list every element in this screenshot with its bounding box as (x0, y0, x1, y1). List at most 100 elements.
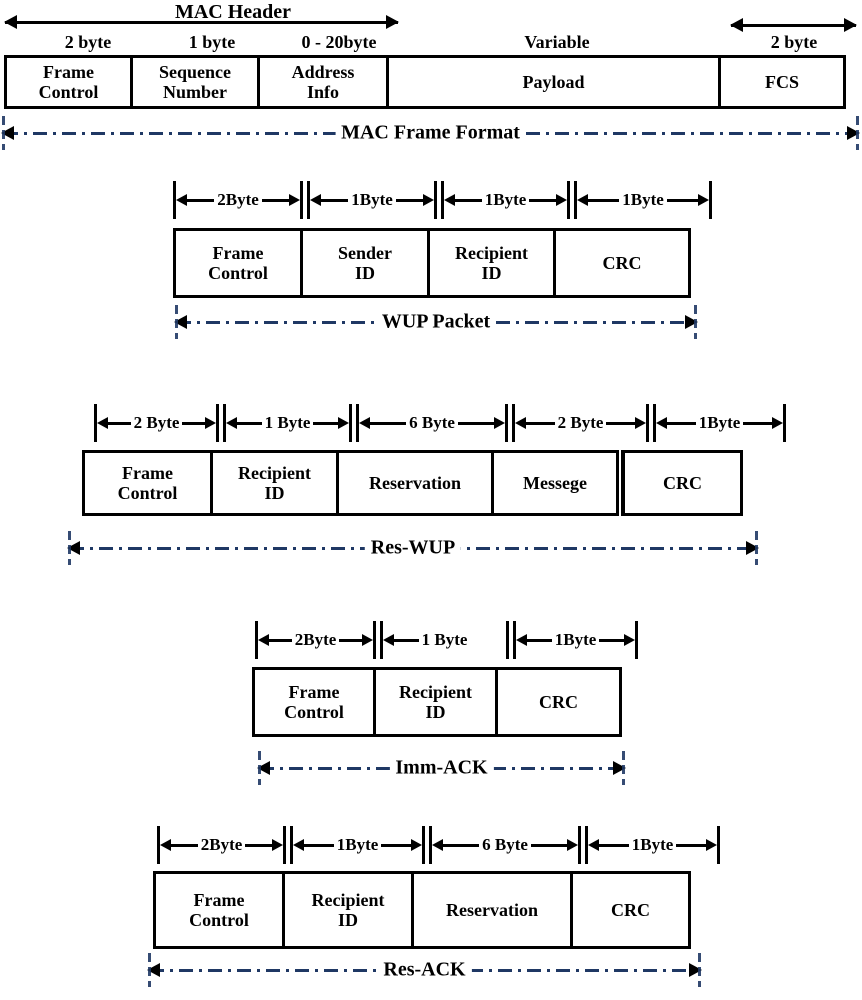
right-end-tick (698, 953, 701, 987)
arrow-line (237, 421, 262, 425)
right-arrowhead-icon (289, 194, 301, 206)
arrow-line (457, 421, 495, 425)
left-arrowhead-icon (515, 417, 526, 429)
byte-segment-label: 1Byte (336, 835, 379, 854)
byte-segment: 1Byte (290, 826, 425, 864)
mac-header-span-arrow-icon (4, 15, 399, 29)
byte-size-label: 2 byte (64, 32, 112, 52)
byte-segment-label: 2Byte (217, 190, 259, 209)
left-arrow-icon (577, 194, 620, 206)
field-box: Address Info (257, 55, 389, 109)
left-arrow-icon (515, 417, 555, 429)
arrow-line (666, 198, 699, 202)
arrow-line (171, 843, 198, 847)
right-arrowhead-icon (338, 417, 350, 429)
field-box: CRC (553, 228, 691, 298)
arrow-line (599, 843, 629, 847)
arrow-line (606, 421, 636, 425)
right-arrowhead-icon (567, 839, 579, 851)
left-arrowhead-icon (176, 194, 187, 206)
field-box: Frame Control (82, 450, 213, 516)
field-box: Sender ID (300, 228, 430, 298)
field-box: Payload (386, 55, 721, 109)
arrow-line (743, 421, 773, 425)
byte-segment: 1 Byte (380, 621, 509, 659)
left-arrowhead-icon (432, 839, 443, 851)
field-box: Frame Control (252, 667, 376, 737)
left-arrow-icon (258, 634, 292, 646)
right-arrow-icon (245, 839, 284, 851)
left-arrow-icon (359, 417, 407, 429)
byte-segment: 1Byte (441, 181, 570, 219)
byte-segment: 2 Byte (94, 404, 219, 442)
field-box: Reservation (336, 450, 494, 516)
right-arrowhead-icon (411, 839, 423, 851)
caption-label: WUP Packet (375, 310, 497, 334)
byte-segment-label: 1Byte (698, 413, 741, 432)
caption-span: Res-WUP (67, 529, 759, 567)
caption-span: WUP Packet (174, 303, 698, 341)
byte-segment: 6 Byte (356, 404, 508, 442)
left-arrow-icon (160, 839, 198, 851)
right-end-tick (622, 751, 625, 785)
fcs-span-arrow-icon (730, 18, 857, 32)
arrow-line (588, 198, 620, 202)
arrow-line (261, 198, 290, 202)
byte-segment-label: 1Byte (554, 630, 597, 649)
left-arrow-icon (588, 839, 629, 851)
arrow-line (667, 421, 696, 425)
field-box: FCS (718, 55, 846, 109)
arrow-line (381, 843, 412, 847)
left-end-tick (68, 531, 71, 565)
arrow-line (395, 198, 424, 202)
arrow-line (339, 638, 363, 642)
field-box: Recipient ID (427, 228, 556, 298)
left-arrowhead-icon (577, 194, 588, 206)
right-arrowhead-icon (706, 839, 718, 851)
byte-segment: 2 Byte (512, 404, 649, 442)
left-arrowhead-icon (444, 194, 455, 206)
left-arrow-icon (97, 417, 131, 429)
right-arrowhead-icon (772, 417, 784, 429)
right-arrow-icon (666, 194, 710, 206)
arrow-line (182, 421, 206, 425)
byte-size-label: 0 - 20byte (301, 32, 377, 52)
arrow-line (245, 843, 273, 847)
arrow-line (455, 198, 482, 202)
left-arrowhead-icon (160, 839, 171, 851)
left-arrowhead-icon (656, 417, 667, 429)
byte-segment-label: 1Byte (484, 190, 527, 209)
left-arrowhead-icon (97, 417, 108, 429)
byte-segment: 1Byte (574, 181, 712, 219)
field-box: CRC (495, 667, 622, 737)
left-arrowhead-icon (310, 194, 321, 206)
byte-segment: 1 Byte (223, 404, 352, 442)
right-arrow-icon (381, 839, 423, 851)
field-box: Frame Control (4, 55, 133, 109)
left-arrow-icon (444, 194, 482, 206)
byte-segment: 1Byte (307, 181, 437, 219)
left-arrowhead-icon (359, 417, 370, 429)
right-arrowhead-icon (556, 194, 568, 206)
byte-segment: 1Byte (513, 621, 638, 659)
left-end-tick (258, 751, 261, 785)
arrow-line (108, 421, 131, 425)
right-arrowhead-icon (423, 194, 435, 206)
byte-segment-label: 1Byte (622, 190, 664, 209)
byte-segment-label: 1 Byte (264, 413, 311, 432)
field-box: CRC (621, 450, 743, 516)
right-arrow-icon (530, 839, 579, 851)
right-arrow-icon (529, 194, 568, 206)
left-arrowhead-icon (516, 634, 527, 646)
field-box: Recipient ID (210, 450, 339, 516)
caption-span: Imm-ACK (257, 749, 626, 787)
right-arrowhead-icon (494, 417, 506, 429)
byte-segment: 1Byte (585, 826, 720, 864)
left-arrow-icon (516, 634, 552, 646)
